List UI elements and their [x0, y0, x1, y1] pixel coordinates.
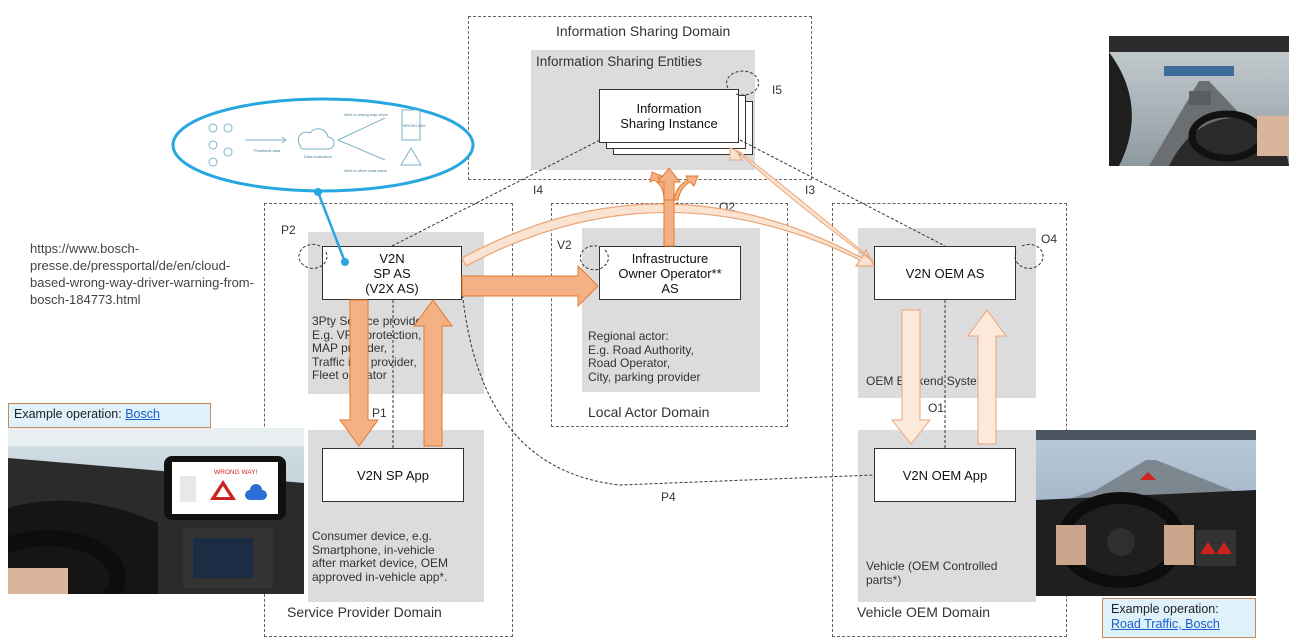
infographic-content	[208, 109, 422, 167]
bosch-url-text[interactable]: https://www.bosch- presse.de/pressportal…	[30, 241, 254, 307]
positional-data-label: Positional data	[254, 148, 281, 153]
road-traffic-bosch-link[interactable]: Road Traffic, Bosch	[1111, 617, 1220, 631]
infrastructure-owner-operator-node[interactable]: Infrastructure Owner Operator** AS	[599, 246, 741, 300]
info-sharing-domain	[468, 16, 812, 180]
steering-wheel-photo	[1036, 430, 1256, 596]
ellipse-pointer-dot-bottom	[341, 258, 349, 266]
service-provider-domain-title: Service Provider Domain	[287, 604, 442, 620]
service-provider-domain	[264, 203, 513, 637]
o2-arrow	[461, 203, 875, 267]
interface-o4-label: O4	[1041, 232, 1058, 246]
vehicle-oem-domain	[832, 203, 1067, 637]
interface-v2-label: V2	[557, 238, 572, 252]
i4-connector	[391, 139, 601, 247]
o4-self-loop	[1014, 243, 1044, 269]
o1-down-arrow	[890, 309, 932, 445]
v2n-sp-as-node[interactable]: V2N SP AS (V2X AS)	[322, 246, 462, 300]
example-left-prefix: Example operation:	[14, 407, 126, 421]
phone-app-photo: WRONG WAY!	[8, 428, 304, 594]
consumer-device-description: Consumer device, e.g. Smartphone, in-veh…	[312, 529, 449, 584]
vehicle-oem-domain-title: Vehicle OEM Domain	[857, 604, 991, 620]
interface-i3-label: I3	[805, 183, 816, 197]
p1-down-arrow	[339, 299, 379, 447]
v2n-oem-as-node[interactable]: V2N OEM AS	[874, 246, 1016, 300]
v2n-oem-app-node[interactable]: V2N OEM App	[874, 448, 1016, 502]
bosch-link[interactable]: Bosch	[125, 407, 160, 421]
vehicle-description: Vehicle (OEM Controlled parts*)	[866, 559, 998, 587]
example-operation-right: Example operation: Road Traffic, Bosch	[1102, 598, 1256, 638]
p4-connector	[461, 289, 875, 486]
info-sharing-entities-title: Information Sharing Entities	[536, 54, 702, 69]
wrong-way-infographic-ellipse	[171, 97, 475, 193]
i3-connector	[739, 139, 946, 247]
o1-up-arrow	[967, 309, 1007, 445]
interface-p4-label: P4	[661, 490, 676, 504]
example-operation-left: Example operation: Bosch	[8, 403, 211, 428]
info-sharing-domain-title: Information Sharing Domain	[556, 23, 731, 39]
highway-driving-photo	[1109, 36, 1289, 166]
phone-warning-text: WRONG WAY!	[214, 469, 258, 476]
p1-up-arrow	[413, 299, 453, 447]
interface-p2-label: P2	[281, 223, 296, 237]
interface-i4-label: I4	[533, 183, 544, 197]
alert-wrong-way-label: Alert to wrong-way driver	[344, 112, 389, 117]
v2-self-loop	[579, 245, 609, 271]
data-evaluation-label: Data evaluation	[304, 154, 332, 159]
ellipse-pointer-dot-top	[314, 188, 322, 196]
example-right-prefix: Example operation:	[1111, 602, 1219, 616]
regional-actor-description: Regional actor: E.g. Road Authority, Roa…	[588, 329, 701, 384]
i1-split-arrow	[649, 167, 699, 247]
wrong-way-sign-label: WRONG WAY	[403, 124, 427, 128]
alert-other-label: Alert to other road users	[344, 168, 387, 173]
oem-to-instance-arrow	[729, 147, 875, 263]
interface-o1-label: O1	[928, 401, 945, 415]
p2-self-loop	[298, 243, 328, 269]
information-sharing-instance-node[interactable]: Information Sharing Instance	[599, 89, 739, 143]
sp-to-infra-arrow	[461, 264, 599, 308]
ellipse-pointer-line	[316, 191, 347, 263]
interface-p1-label: P1	[372, 406, 387, 420]
v2n-sp-app-node[interactable]: V2N SP App	[322, 448, 464, 502]
local-actor-domain-title: Local Actor Domain	[588, 404, 710, 420]
i5-self-loop	[726, 70, 760, 96]
interface-i5-label: I5	[772, 83, 783, 97]
